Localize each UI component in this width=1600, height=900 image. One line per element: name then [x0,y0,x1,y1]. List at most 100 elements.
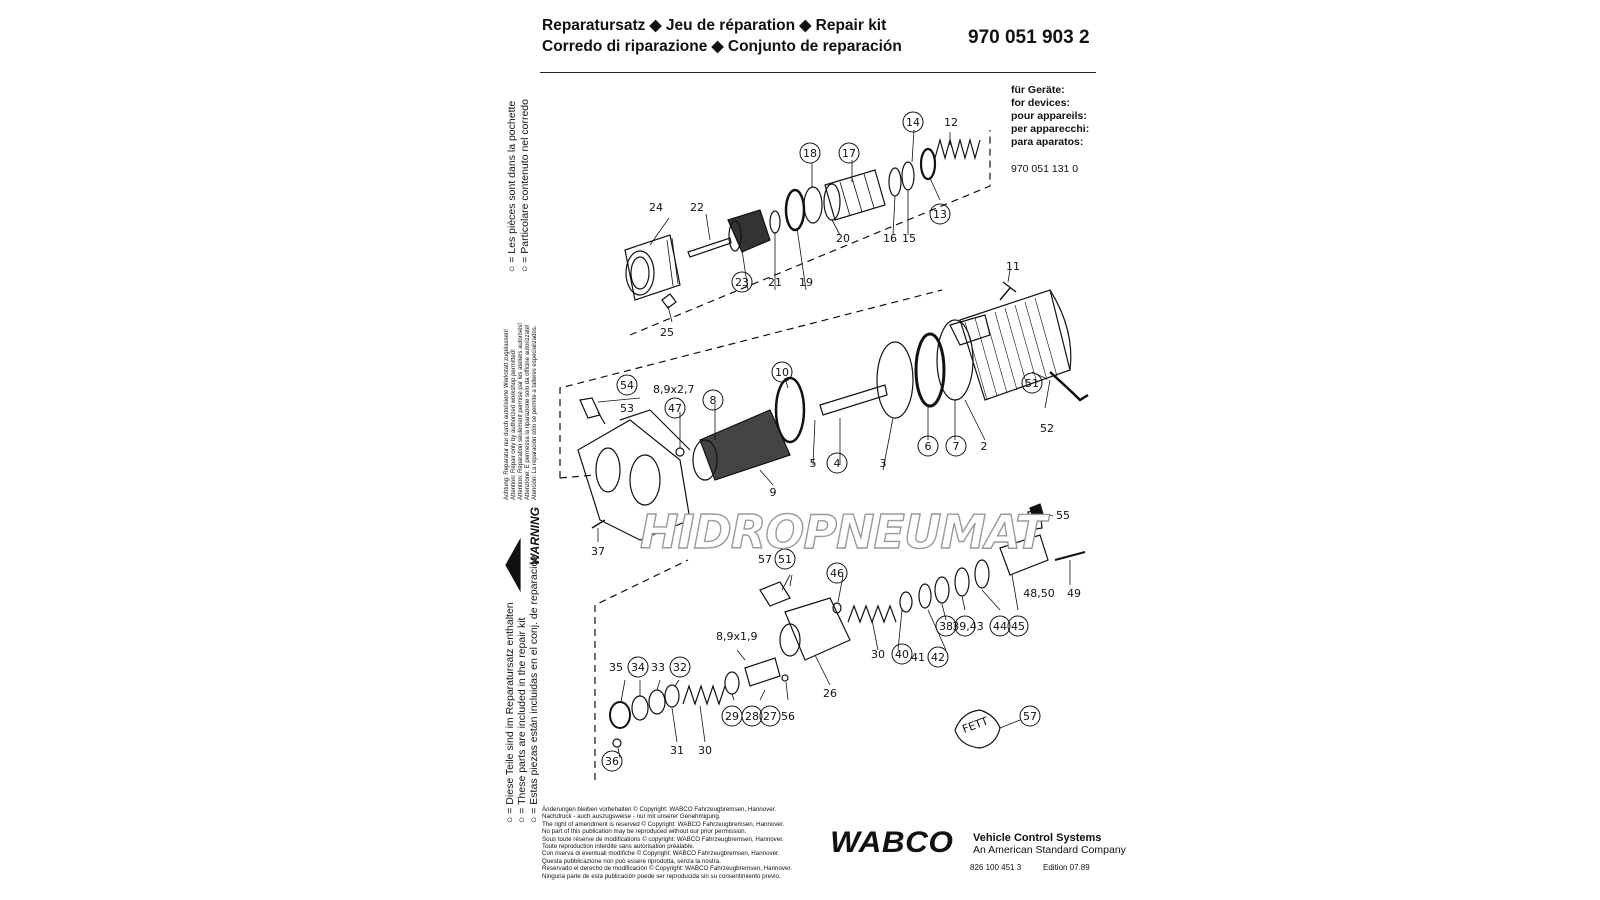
part-oring-47 [675,447,685,457]
part-label: 7 [953,440,960,453]
part-cap-55 [1029,503,1044,519]
part-body-26 [779,597,851,661]
part-ring-15 [901,161,915,191]
device-label: for devices: [1011,97,1070,109]
part-label: 30 [698,744,712,757]
grease-label: FETT [961,714,991,735]
device-label: für Geräte: [1011,84,1065,96]
device-label: pour appareils: [1011,110,1087,122]
part-label: 10 [775,366,789,379]
part-label: 18 [803,147,817,160]
part-label: 44 [993,620,1007,633]
part-label: 52 [1040,422,1054,435]
part-label: 51 [778,553,792,566]
part-label: 57 [758,553,772,566]
brand-line-1: Vehicle Control Systems [973,832,1102,844]
part-label: 25 [660,326,674,339]
part-label: 32 [673,661,687,674]
part-label: 34 [631,661,645,674]
part-valve-54 [579,397,606,425]
wabco-logo: WABCO [830,826,954,859]
part-label: 19 [799,276,813,289]
watermark-text: HIDROPNEUMAT [640,505,1050,559]
copyright-line: Reservado el derecho de modificación © C… [542,865,792,873]
copyright-block: Änderungen bleiben vorbehalten © Copyrig… [542,806,832,880]
copyright-line: The right of amendment is reserved © Cop… [542,820,785,828]
part-label: 57 [1023,710,1037,723]
part-ring-38 [918,583,932,609]
part-ring-45 [974,559,990,589]
part-ring-34 [631,695,649,721]
part-ring-39 [934,576,950,604]
part-label: 40 [895,648,909,661]
part-label: 6 [925,440,932,453]
part-spring-12 [934,137,981,161]
part-label: 56 [781,710,795,723]
part-label: 55 [1056,509,1070,522]
part-ring-31 [664,684,680,708]
part-label: 38 [939,620,953,633]
part-bellows-23 [727,209,771,253]
copyright-line: Questa pubblicazione non può essere ripr… [542,857,721,865]
part-ring-19 [784,188,806,232]
part-housing-53 [577,409,691,541]
part-spring-30b [682,684,726,706]
part-label: 22 [690,201,704,214]
dimension-label-upper: 8,9x2,7 [653,383,695,396]
part-label: 47 [668,402,682,415]
copyright-line: Nachdruck - auch auszugsweise - nur mit … [542,813,721,821]
part-label: 14 [906,116,920,129]
part-ring-46 [832,602,842,614]
part-label: 48,50 [1023,587,1055,600]
part-bellows-9 [692,409,791,481]
part-label: 15 [902,232,916,245]
part-screw-25 [661,293,677,309]
part-plunger-28 [744,657,781,687]
part-diaphragm-3 [876,341,914,419]
part-rod-5 [819,384,888,416]
brand-line-2: An American Standard Company [973,844,1126,856]
part-label: 21 [768,276,782,289]
part-elbow-57 [759,581,791,607]
part-ring-33 [648,689,666,715]
kit-part-number: 970 051 903 2 [968,27,1090,48]
part-label: 46 [830,567,844,580]
part-ring-18 [803,186,823,224]
part-label: 51 [1025,377,1039,390]
part-ring-29 [724,671,740,695]
part-ring-6 [914,332,946,408]
part-label: 13 [933,208,947,221]
part-label: 54 [620,379,634,392]
part-label: 49 [1067,587,1081,600]
copyright-line: Ninguna parte de esta publicación puede … [542,872,781,880]
part-label: 28 [745,710,759,723]
part-label: 3 [880,457,887,470]
part-bolt-49 [1054,551,1086,561]
copyright-line: Änderungen bleiben vorbehalten © Copyrig… [542,806,777,813]
copyright-line: Toute reproduction interdite sans autori… [542,843,695,851]
dashed-boundary-middle [559,289,943,478]
brand-tagline: Vehicle Control Systems An American Stan… [973,832,1126,856]
part-label: 42 [931,651,945,664]
dimension-label-lower: 8,9x1,9 [716,630,758,643]
part-ring-44 [954,567,970,597]
part-cable-52 [1049,371,1089,402]
copyright-line: No part of this publication may be repro… [542,828,747,836]
part-label: 29 [725,710,739,723]
dashed-boundary-lower [594,559,689,780]
part-label: 12 [944,116,958,129]
part-label: 9 [770,486,777,499]
part-label: 45 [1011,620,1025,633]
copyright-line: Con riserva di eventuali modifiche © Cop… [542,850,780,858]
part-label: 11 [1006,260,1020,273]
part-label: 24 [649,201,663,214]
part-label: 35 [609,661,623,674]
dashed-boundary-upper [629,130,991,336]
copyright-line: Sous toute réserve de modifications © co… [542,835,784,843]
part-cylinder-2 [949,289,1072,401]
part-housing-24 [624,234,681,301]
part-label: 17 [842,147,856,160]
part-label: 4 [834,457,841,470]
part-label: 39,43 [952,620,984,633]
